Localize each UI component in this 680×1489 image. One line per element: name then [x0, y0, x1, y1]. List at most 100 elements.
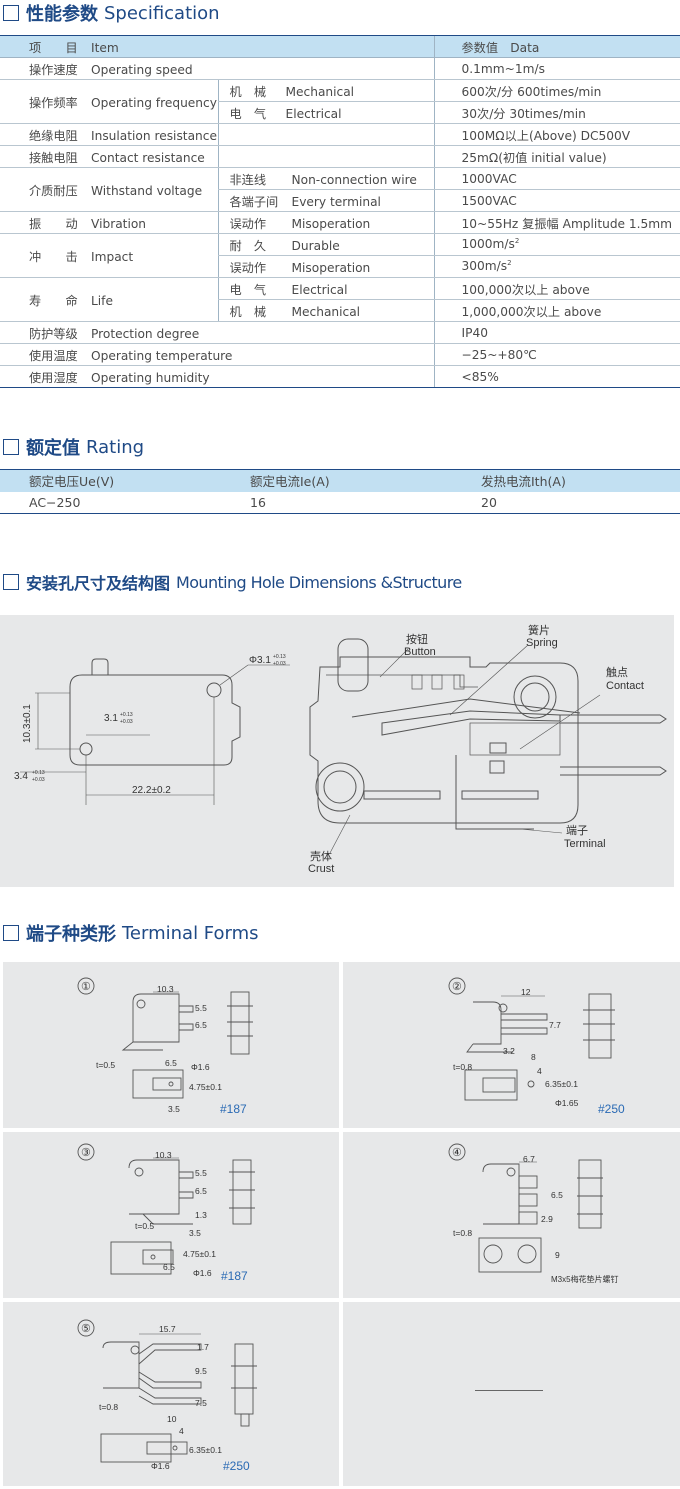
- svg-text:1.3: 1.3: [195, 1210, 207, 1220]
- terminal-code: #187: [220, 1102, 247, 1116]
- svg-text:1.7: 1.7: [197, 1342, 209, 1352]
- svg-text:3.2: 3.2: [503, 1046, 515, 1056]
- header-data: 参数值 Data: [433, 35, 680, 58]
- svg-text:按钮: 按钮: [406, 632, 428, 646]
- svg-text:t=0.8: t=0.8: [453, 1062, 472, 1072]
- svg-text:Terminal: Terminal: [564, 838, 606, 850]
- svg-text:t=0.5: t=0.5: [135, 1221, 154, 1231]
- svg-text:9: 9: [555, 1250, 560, 1260]
- table-header-row: 额定电压Ue(V) 额定电流Ie(A) 发热电流Ith(A): [0, 469, 680, 492]
- checkbox-square-icon: [3, 439, 19, 455]
- svg-text:M3x5梅花垫片螺钉: M3x5梅花垫片螺钉: [551, 1274, 619, 1284]
- svg-text:+0.13: +0.13: [120, 712, 133, 718]
- dim-width: 22.2±0.2: [132, 785, 171, 796]
- svg-text:6.35±0.1: 6.35±0.1: [545, 1079, 578, 1089]
- svg-text:触点: 触点: [606, 665, 628, 679]
- svg-text:Φ1.6: Φ1.6: [191, 1062, 210, 1072]
- mounting-drawing-panel: Φ3.1 +0.13 +0.03 10.3±0.1 3.1 +0.13 +0.0…: [0, 615, 674, 887]
- svg-text:5.5: 5.5: [195, 1003, 207, 1013]
- svg-text:t=0.8: t=0.8: [453, 1228, 472, 1238]
- svg-text:①: ①: [81, 981, 91, 993]
- svg-text:②: ②: [452, 981, 462, 993]
- dim-height: 10.3±0.1: [22, 704, 33, 743]
- svg-text:5.5: 5.5: [195, 1168, 207, 1178]
- svg-text:Button: Button: [404, 646, 436, 658]
- svg-text:+0.03: +0.03: [120, 719, 133, 725]
- svg-text:10: 10: [167, 1414, 177, 1424]
- svg-text:6.5: 6.5: [195, 1186, 207, 1196]
- svg-text:⑤: ⑤: [81, 1323, 91, 1335]
- svg-text:2.9: 2.9: [541, 1214, 553, 1224]
- checkbox-square-icon: [3, 925, 19, 941]
- svg-text:3.4: 3.4: [14, 771, 28, 782]
- svg-text:+0.03: +0.03: [273, 661, 286, 667]
- svg-text:4: 4: [537, 1066, 542, 1076]
- svg-text:Φ1.65: Φ1.65: [555, 1098, 579, 1108]
- checkbox-square-icon: [3, 5, 19, 21]
- svg-text:Spring: Spring: [526, 637, 558, 649]
- svg-text:7.5: 7.5: [195, 1398, 207, 1408]
- svg-text:9.5: 9.5: [195, 1366, 207, 1376]
- svg-text:3.1: 3.1: [104, 713, 118, 724]
- svg-text:Φ1.6: Φ1.6: [193, 1268, 212, 1278]
- svg-text:6.5: 6.5: [551, 1190, 563, 1200]
- svg-text:+0.13: +0.13: [273, 654, 286, 660]
- checkbox-square-icon: [3, 574, 19, 590]
- mounting-drawing: Φ3.1 +0.13 +0.03 10.3±0.1 3.1 +0.13 +0.0…: [14, 623, 667, 875]
- svg-text:6.5: 6.5: [165, 1058, 177, 1068]
- svg-text:6.5: 6.5: [195, 1020, 207, 1030]
- svg-text:4.75±0.1: 4.75±0.1: [183, 1249, 216, 1259]
- svg-text:4.75±0.1: 4.75±0.1: [189, 1082, 222, 1092]
- section-title-mounting: 安装孔尺寸及结构图 Mounting Hole Dimensions &Stru…: [3, 570, 462, 594]
- terminal-form-4: ④ 6.7 6.5 2.9 t=0.8 9 M3x5梅花垫片螺钉: [343, 1132, 680, 1298]
- svg-text:④: ④: [452, 1147, 462, 1159]
- svg-text:15.7: 15.7: [159, 1324, 176, 1334]
- rating-table: 额定电压Ue(V) 额定电流Ie(A) 发热电流Ith(A) AC−250 16…: [0, 469, 680, 514]
- svg-text:3.5: 3.5: [189, 1228, 201, 1238]
- svg-text:t=0.8: t=0.8: [99, 1402, 118, 1412]
- terminal-code: #250: [598, 1102, 625, 1116]
- svg-text:端子: 端子: [566, 824, 588, 837]
- dim-hole: Φ3.1: [249, 655, 271, 666]
- svg-text:8: 8: [531, 1052, 536, 1062]
- section-title-cn: 性能参数: [26, 4, 98, 25]
- svg-text:10.3: 10.3: [155, 1150, 172, 1160]
- svg-text:10.3: 10.3: [157, 984, 174, 994]
- svg-text:+0.03: +0.03: [32, 777, 45, 783]
- terminal-code: #187: [221, 1269, 248, 1283]
- svg-text:Contact: Contact: [606, 680, 644, 692]
- terminal-form-2: ② 12 7.7 3.2 8 4 t=0.8 6.35±0.1 Φ1.65 #2…: [343, 962, 680, 1128]
- svg-text:7.7: 7.7: [549, 1020, 561, 1030]
- svg-text:12: 12: [521, 987, 531, 997]
- svg-text:t=0.5: t=0.5: [96, 1060, 115, 1070]
- svg-text:壳体: 壳体: [310, 849, 332, 863]
- table-row: AC−250 16 20: [0, 491, 680, 514]
- divider-line: [475, 1390, 543, 1391]
- svg-text:6.7: 6.7: [523, 1154, 535, 1164]
- terminal-form-1: ① 10.3 5.5 6.5 t=0.5 6.5 Φ1.6 4.75±0.1 3…: [3, 962, 339, 1128]
- svg-text:+0.13: +0.13: [32, 770, 45, 776]
- section-title-specification: 性能参数 Specification: [3, 0, 220, 26]
- terminal-code: #250: [223, 1459, 250, 1473]
- svg-text:③: ③: [81, 1147, 91, 1159]
- terminal-form-empty: [343, 1302, 680, 1486]
- svg-text:6.35±0.1: 6.35±0.1: [189, 1445, 222, 1455]
- terminal-form-5: ⑤ 15.7 1.7 9.5 7.5 t=0.8 10 4 6.35±0.1 Φ…: [3, 1302, 339, 1486]
- section-title-rating: 额定值 Rating: [3, 434, 144, 460]
- svg-text:Crust: Crust: [308, 863, 334, 875]
